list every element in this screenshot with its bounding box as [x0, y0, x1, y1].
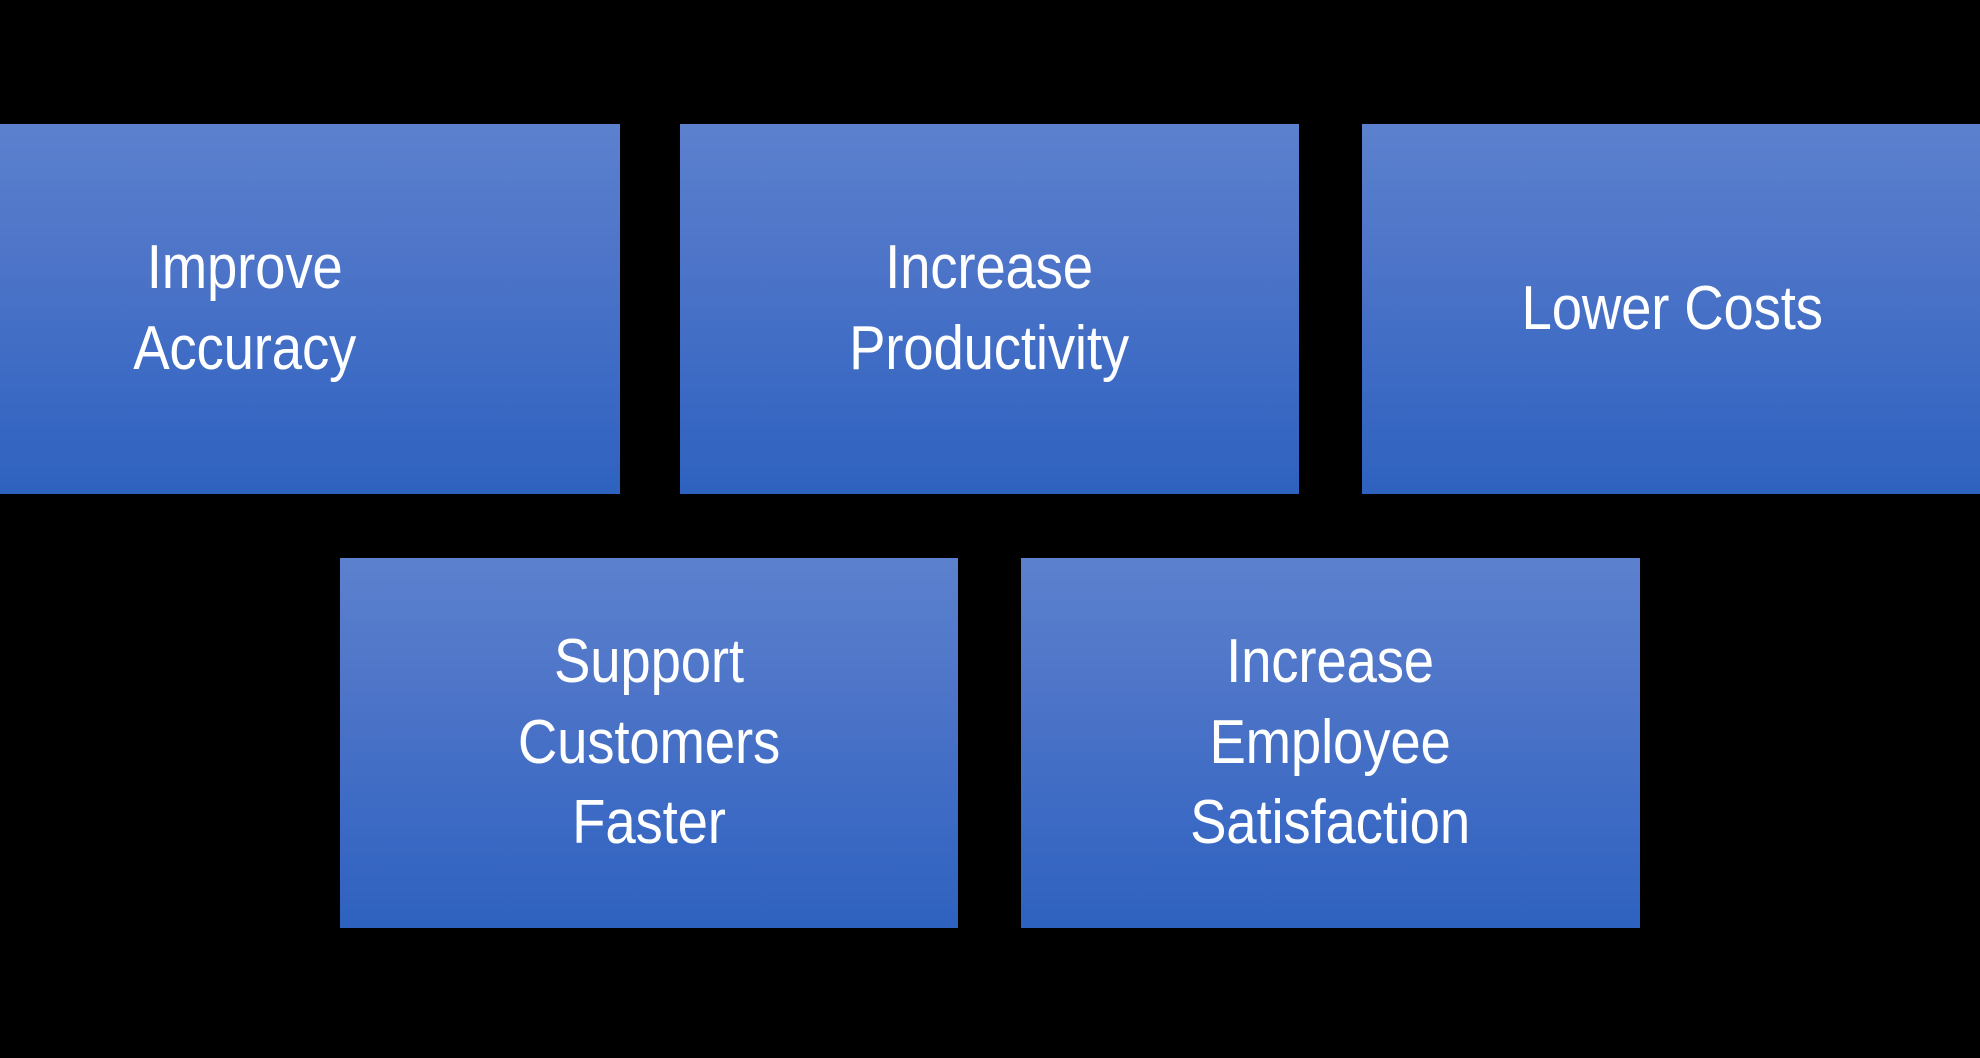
box-lower-costs[interactable]: Lower Costs	[1362, 124, 1980, 494]
box-label-increase-productivity: Increase Productivity	[849, 233, 1130, 383]
box-increase-productivity[interactable]: Increase Productivity	[680, 124, 1299, 494]
box-label-increase-employee-satisfaction: Increase Employee Satisfaction	[1190, 627, 1471, 858]
box-label-support-customers-faster: Support Customers Faster	[517, 627, 781, 858]
box-label-lower-costs: Lower Costs	[1521, 273, 1823, 343]
box-increase-employee-satisfaction[interactable]: Increase Employee Satisfaction	[1021, 558, 1640, 928]
box-improve-accuracy[interactable]: Improve Accuracy	[0, 124, 620, 494]
box-label-improve-accuracy: Improve Accuracy	[133, 233, 357, 383]
box-support-customers-faster[interactable]: Support Customers Faster	[340, 558, 958, 928]
